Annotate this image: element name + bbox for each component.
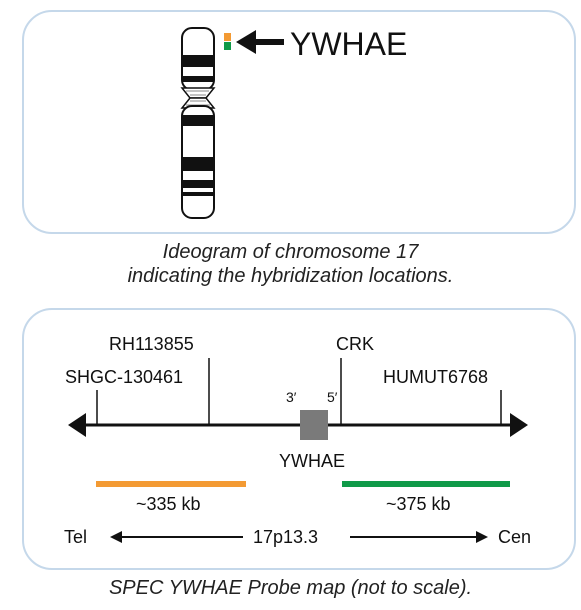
ideogram-caption-line2: indicating the hybridization locations. — [127, 265, 454, 287]
axis-right-arrow-icon — [510, 413, 528, 437]
green-probe-bar — [342, 481, 510, 487]
ideogram-arrow-icon — [236, 30, 284, 54]
orange-probe-size: ~335 kb — [136, 494, 201, 514]
orange-probe-marker — [224, 33, 231, 41]
green-probe-marker — [224, 42, 231, 50]
chromosome-band — [183, 192, 213, 196]
chromosome-17-ideogram — [180, 27, 216, 219]
axis-left-arrow-icon — [68, 413, 86, 437]
tel-label: Tel — [64, 527, 87, 547]
ideogram-caption: Ideogram of chromosome 17 indicating the… — [0, 240, 581, 288]
marker-label-rh113855: RH113855 — [109, 334, 194, 354]
orange-probe-bar — [96, 481, 246, 487]
chromosome-axis — [68, 413, 528, 437]
cen-arrow-icon — [350, 531, 488, 543]
band-label: 17p13.3 — [253, 527, 318, 547]
chromosome-band — [183, 180, 213, 188]
map-gene-label: YWHAE — [279, 451, 345, 471]
marker-label-crk: CRK — [336, 334, 374, 354]
marker-label-shgc-130461: SHGC-130461 — [65, 367, 183, 387]
green-probe-size: ~375 kb — [386, 494, 451, 514]
chromosome-band — [183, 76, 213, 82]
cen-label: Cen — [498, 527, 531, 547]
ideogram-panel — [22, 10, 576, 234]
probe-map-caption: SPEC YWHAE Probe map (not to scale). — [108, 577, 473, 599]
ywhae-gene-box — [300, 410, 328, 440]
chromosome-band — [183, 157, 213, 171]
gene-3-prime-label: 3′ — [286, 389, 297, 405]
chromosome-band — [183, 115, 213, 126]
marker-label-humut6768: HUMUT6768 — [383, 367, 488, 387]
chromosome-band — [183, 55, 213, 67]
ideogram-gene-label: YWHAE — [290, 26, 407, 62]
ideogram-caption-line1: Ideogram of chromosome 17 — [162, 241, 419, 263]
probe-map-panel — [22, 308, 576, 570]
tel-arrow-icon — [110, 531, 243, 543]
gene-5-prime-label: 5′ — [327, 389, 338, 405]
